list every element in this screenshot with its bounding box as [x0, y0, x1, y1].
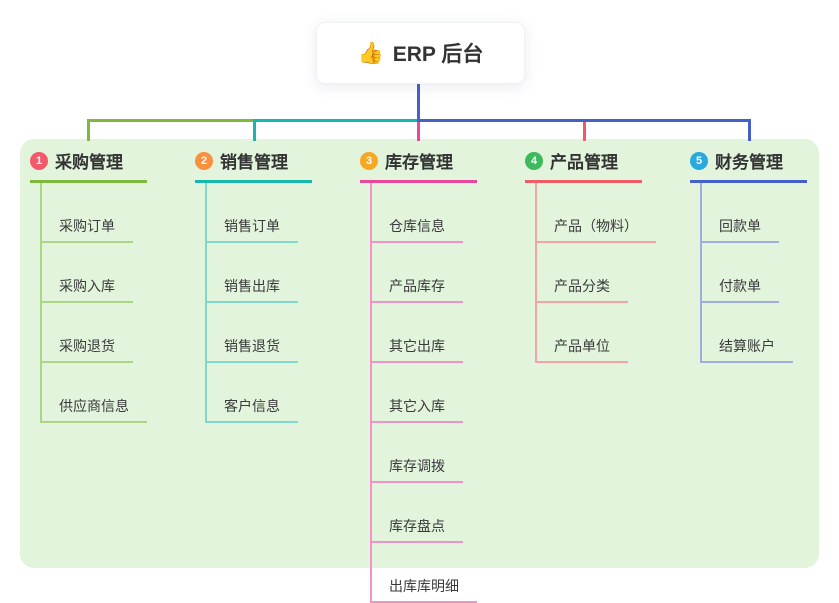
child-node-label: 产品（物料） — [554, 218, 638, 234]
child-node-label: 库存盘点 — [389, 518, 445, 534]
branch-column-sales: 2 销售管理 销售订单销售出库销售退货客户信息 — [195, 148, 312, 423]
child-node-label: 回款单 — [719, 218, 761, 234]
child-node-label: 销售退货 — [224, 338, 280, 354]
branch-number-badge: 2 — [195, 151, 213, 170]
child-node[interactable]: 产品（物料） — [537, 183, 656, 243]
connector-root-drop — [417, 82, 420, 122]
child-node[interactable]: 供应商信息 — [42, 363, 147, 423]
child-node-label: 销售出库 — [224, 278, 280, 294]
branch-number-badge: 5 — [690, 151, 708, 170]
branch-header[interactable]: 3 库存管理 — [360, 148, 477, 183]
child-node[interactable]: 产品分类 — [537, 243, 628, 303]
child-node[interactable]: 客户信息 — [207, 363, 298, 423]
branch-label: 库存管理 — [385, 153, 453, 172]
branch-header[interactable]: 1 采购管理 — [30, 148, 147, 183]
connector-drop-branch-3 — [417, 122, 420, 141]
child-node[interactable]: 销售出库 — [207, 243, 298, 303]
branch-children: 采购订单采购入库采购退货供应商信息 — [40, 183, 147, 423]
child-node[interactable]: 采购入库 — [42, 243, 133, 303]
child-node-label: 结算账户 — [719, 338, 775, 354]
child-node-label: 产品库存 — [389, 278, 445, 294]
branch-header[interactable]: 5 财务管理 — [690, 148, 807, 183]
child-node-label: 库存调拨 — [389, 458, 445, 474]
child-node-label: 采购入库 — [59, 278, 115, 294]
child-node-label: 其它入库 — [389, 398, 445, 414]
thumbs-up-icon: 👍 — [357, 41, 384, 65]
child-node[interactable]: 出库库明细 — [372, 543, 477, 603]
branch-label: 产品管理 — [550, 153, 618, 172]
branch-children: 销售订单销售出库销售退货客户信息 — [205, 183, 312, 423]
branch-label: 采购管理 — [55, 153, 123, 172]
child-node-label: 客户信息 — [224, 398, 280, 414]
child-node[interactable]: 产品库存 — [372, 243, 463, 303]
child-node-label: 出库库明细 — [389, 578, 459, 594]
child-node[interactable]: 其它出库 — [372, 303, 463, 363]
child-node[interactable]: 采购订单 — [42, 183, 133, 243]
branch-number-badge: 3 — [360, 151, 378, 170]
child-node-label: 采购订单 — [59, 218, 115, 234]
branch-header[interactable]: 2 销售管理 — [195, 148, 312, 183]
child-node-label: 产品分类 — [554, 278, 610, 294]
root-title: ERP 后台 — [392, 43, 484, 66]
child-node-label: 销售订单 — [224, 218, 280, 234]
child-node[interactable]: 库存调拨 — [372, 423, 463, 483]
branch-label: 财务管理 — [715, 153, 783, 172]
connector-trunk-teal — [253, 119, 420, 122]
child-node[interactable]: 其它入库 — [372, 363, 463, 423]
child-node[interactable]: 产品单位 — [537, 303, 628, 363]
branch-header[interactable]: 4 产品管理 — [525, 148, 642, 183]
child-node[interactable]: 结算账户 — [702, 303, 793, 363]
child-node[interactable]: 采购退货 — [42, 303, 133, 363]
branch-number-badge: 4 — [525, 151, 543, 170]
branches-panel — [20, 139, 819, 568]
connector-trunk-green — [87, 119, 253, 122]
child-node[interactable]: 销售订单 — [207, 183, 298, 243]
child-node-label: 供应商信息 — [59, 398, 129, 414]
connector-drop-branch-5 — [748, 119, 751, 141]
child-node-label: 付款单 — [719, 278, 761, 294]
child-node-label: 其它出库 — [389, 338, 445, 354]
branch-column-product: 4 产品管理 产品（物料） 产品分类产品单位 — [525, 148, 656, 363]
branch-children: 回款单付款单结算账户 — [700, 183, 807, 363]
connector-drop-branch-4 — [583, 122, 586, 141]
child-node-label: 仓库信息 — [389, 218, 445, 234]
branch-column-purchase: 1 采购管理 采购订单采购入库采购退货供应商信息 — [30, 148, 147, 423]
child-node-label: 采购退货 — [59, 338, 115, 354]
branch-number-badge: 1 — [30, 151, 48, 170]
child-node-label: 产品单位 — [554, 338, 610, 354]
child-node[interactable]: 销售退货 — [207, 303, 298, 363]
branch-column-inventory: 3 库存管理 仓库信息产品库存其它出库其它入库库存调拨库存盘点出库库明细 — [360, 148, 477, 603]
child-node[interactable]: 库存盘点 — [372, 483, 463, 543]
connector-drop-branch-2 — [253, 119, 256, 141]
branch-children: 仓库信息产品库存其它出库其它入库库存调拨库存盘点出库库明细 — [370, 183, 477, 603]
child-node[interactable]: 仓库信息 — [372, 183, 463, 243]
connector-trunk-blue — [417, 119, 751, 122]
branch-children: 产品（物料） 产品分类产品单位 — [535, 183, 656, 363]
root-node[interactable]: 👍 ERP 后台 — [316, 22, 525, 84]
branch-label: 销售管理 — [220, 153, 288, 172]
connector-drop-branch-1 — [87, 119, 90, 141]
branch-column-finance: 5 财务管理 回款单付款单结算账户 — [690, 148, 807, 363]
child-node[interactable]: 回款单 — [702, 183, 779, 243]
child-node[interactable]: 付款单 — [702, 243, 779, 303]
